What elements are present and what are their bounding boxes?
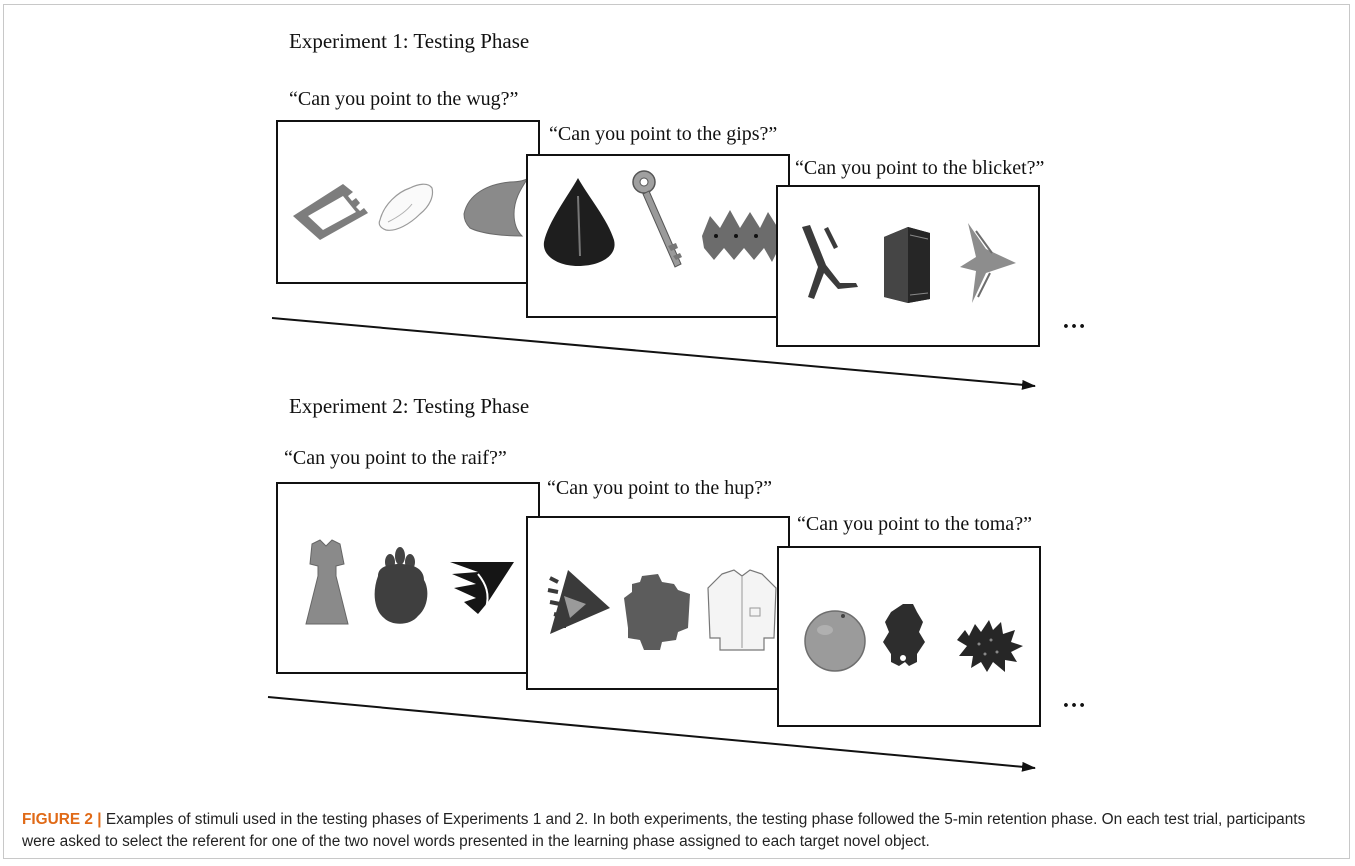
clawed-figure-shape-icon (883, 604, 925, 666)
trial-4-prompt: “Can you point to the raif?” (284, 447, 507, 469)
curved-shield-shape-icon (463, 177, 529, 237)
trial-card-raif (276, 482, 540, 674)
dress-icon (305, 539, 349, 625)
trial-1-prompt: “Can you point to the wug?” (289, 88, 519, 110)
striped-wedge-shape-icon (450, 562, 514, 614)
trial-2-prompt: “Can you point to the gips?” (549, 123, 778, 145)
timeline-arrow-exp2 (267, 696, 1036, 772)
timeline-arrow-exp1 (271, 317, 1036, 390)
spiked-bar-shape-icon (702, 210, 780, 262)
crenellated-bracket-shape-icon (293, 184, 368, 240)
trial-6-prompt: “Can you point to the toma?” (797, 513, 1032, 535)
white-cloth-object-icon (378, 183, 434, 231)
figure-caption-text: Examples of stimuli used in the testing … (22, 811, 1306, 850)
spiky-blob-shape-icon (957, 620, 1023, 672)
winged-arrow-shape-icon (960, 223, 1016, 303)
experiment-2-heading: Experiment 2: Testing Phase (289, 394, 530, 418)
ellipsis-exp2: … (1062, 687, 1087, 713)
trial-card-toma (777, 546, 1041, 727)
trial-card-blicket (776, 185, 1040, 347)
experiment-1-heading: Experiment 1: Testing Phase (289, 29, 530, 53)
book-icon (884, 227, 930, 303)
figure-frame (3, 4, 1350, 859)
forked-stick-shape-icon (802, 225, 858, 299)
toothed-triangle-shape-icon (547, 570, 610, 634)
cross-block-shape-icon (624, 574, 690, 650)
black-cone-shape-icon (543, 178, 615, 266)
trial-card-gips (526, 154, 790, 318)
figure-caption: FIGURE 2 | Examples of stimuli used in t… (22, 809, 1340, 853)
figure-caption-label: FIGURE 2 | (22, 811, 102, 828)
key-icon (632, 170, 682, 268)
trial-5-prompt: “Can you point to the hup?” (547, 477, 772, 499)
orange-fruit-icon (804, 610, 866, 672)
shirt-icon (707, 569, 777, 651)
trial-3-prompt: “Can you point to the blicket?” (795, 157, 1045, 179)
lumpy-blob-shape-icon (374, 547, 428, 624)
trial-card-wug (276, 120, 540, 284)
ellipsis-exp1: … (1062, 308, 1087, 334)
trial-card-hup (526, 516, 790, 690)
